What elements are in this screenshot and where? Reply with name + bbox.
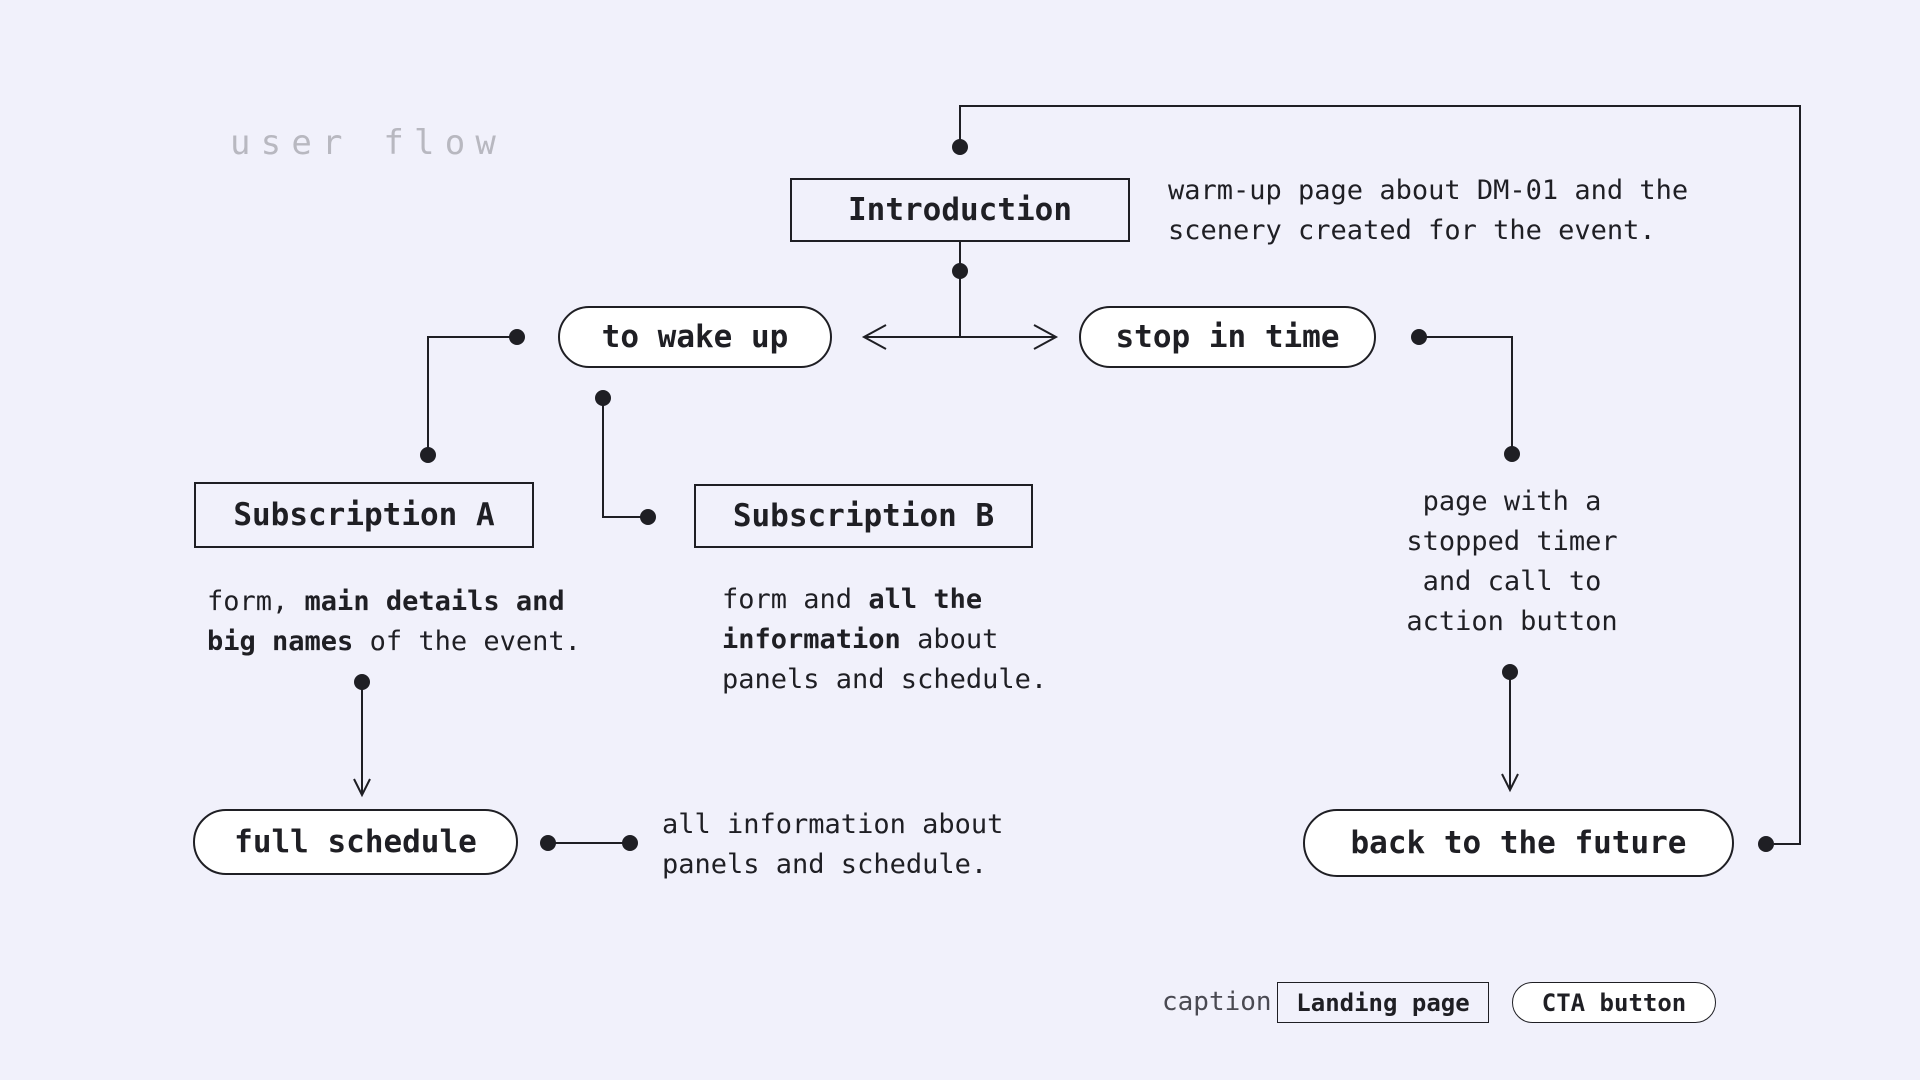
legend-landing-page-label: Landing page bbox=[1296, 988, 1470, 1017]
connector-stop-in-time-to-note bbox=[1411, 329, 1520, 462]
caption-introduction: warm-up page about DM-01 and the scenery… bbox=[1168, 175, 1689, 246]
node-stop-in-time-label: stop in time bbox=[1115, 319, 1340, 355]
arrowhead-down bbox=[1501, 773, 1519, 793]
connector-dot bbox=[640, 509, 656, 525]
connector-dot bbox=[1504, 446, 1520, 462]
node-subscription-b-label: Subscription B bbox=[732, 498, 995, 534]
connector-wakeup-to-subscription-b bbox=[595, 390, 656, 525]
legend-landing-page-chip[interactable]: Landing page bbox=[1277, 982, 1489, 1023]
node-full-schedule[interactable]: full schedule bbox=[193, 809, 518, 875]
node-to-wake-up[interactable]: to wake up bbox=[558, 306, 832, 368]
caption-subscription-b: form and all the information about panel… bbox=[722, 584, 1048, 695]
page-title: user flow bbox=[230, 123, 507, 163]
node-subscription-b[interactable]: Subscription B bbox=[694, 484, 1033, 548]
arrowhead-down bbox=[353, 778, 371, 798]
connector-dot bbox=[1758, 836, 1774, 852]
arrowhead-left bbox=[861, 324, 887, 350]
node-subscription-a-label: Subscription A bbox=[233, 497, 495, 533]
node-back-to-the-future[interactable]: back to the future bbox=[1303, 809, 1734, 877]
connector-dot bbox=[952, 139, 968, 155]
connector-full-schedule-note bbox=[540, 835, 638, 851]
caption-stop-in-time: page with a stopped timer and call to ac… bbox=[1406, 486, 1618, 637]
caption-subscription-a: form, main details and big names of the … bbox=[207, 586, 581, 657]
legend-caption-label: caption bbox=[1162, 987, 1272, 1017]
arrowhead-right bbox=[1033, 324, 1059, 350]
connector-introduction-to-choice bbox=[861, 242, 1059, 350]
connector-dot bbox=[622, 835, 638, 851]
node-stop-in-time[interactable]: stop in time bbox=[1079, 306, 1376, 368]
node-back-to-the-future-label: back to the future bbox=[1350, 825, 1687, 861]
connector-loop-back-to-introduction bbox=[952, 105, 1801, 852]
legend-cta-button-chip[interactable]: CTA button bbox=[1512, 982, 1716, 1023]
node-to-wake-up-label: to wake up bbox=[601, 319, 789, 355]
node-full-schedule-label: full schedule bbox=[234, 824, 477, 860]
node-subscription-a[interactable]: Subscription A bbox=[194, 482, 534, 548]
connector-wakeup-to-subscription-a bbox=[420, 329, 525, 463]
node-introduction-label: Introduction bbox=[848, 192, 1072, 228]
connector-dot bbox=[952, 263, 968, 279]
legend-cta-button-label: CTA button bbox=[1541, 988, 1687, 1017]
connector-dot bbox=[540, 835, 556, 851]
caption-full-schedule: all information about panels and schedul… bbox=[662, 809, 1004, 880]
connector-dot bbox=[595, 390, 611, 406]
connector-dot bbox=[1411, 329, 1427, 345]
node-introduction[interactable]: Introduction bbox=[790, 178, 1130, 242]
connector-dot bbox=[420, 447, 436, 463]
connector-dot bbox=[509, 329, 525, 345]
connector-subscription-a-to-full-schedule bbox=[353, 674, 371, 798]
connector-note-to-back-to-the-future bbox=[1501, 664, 1519, 793]
